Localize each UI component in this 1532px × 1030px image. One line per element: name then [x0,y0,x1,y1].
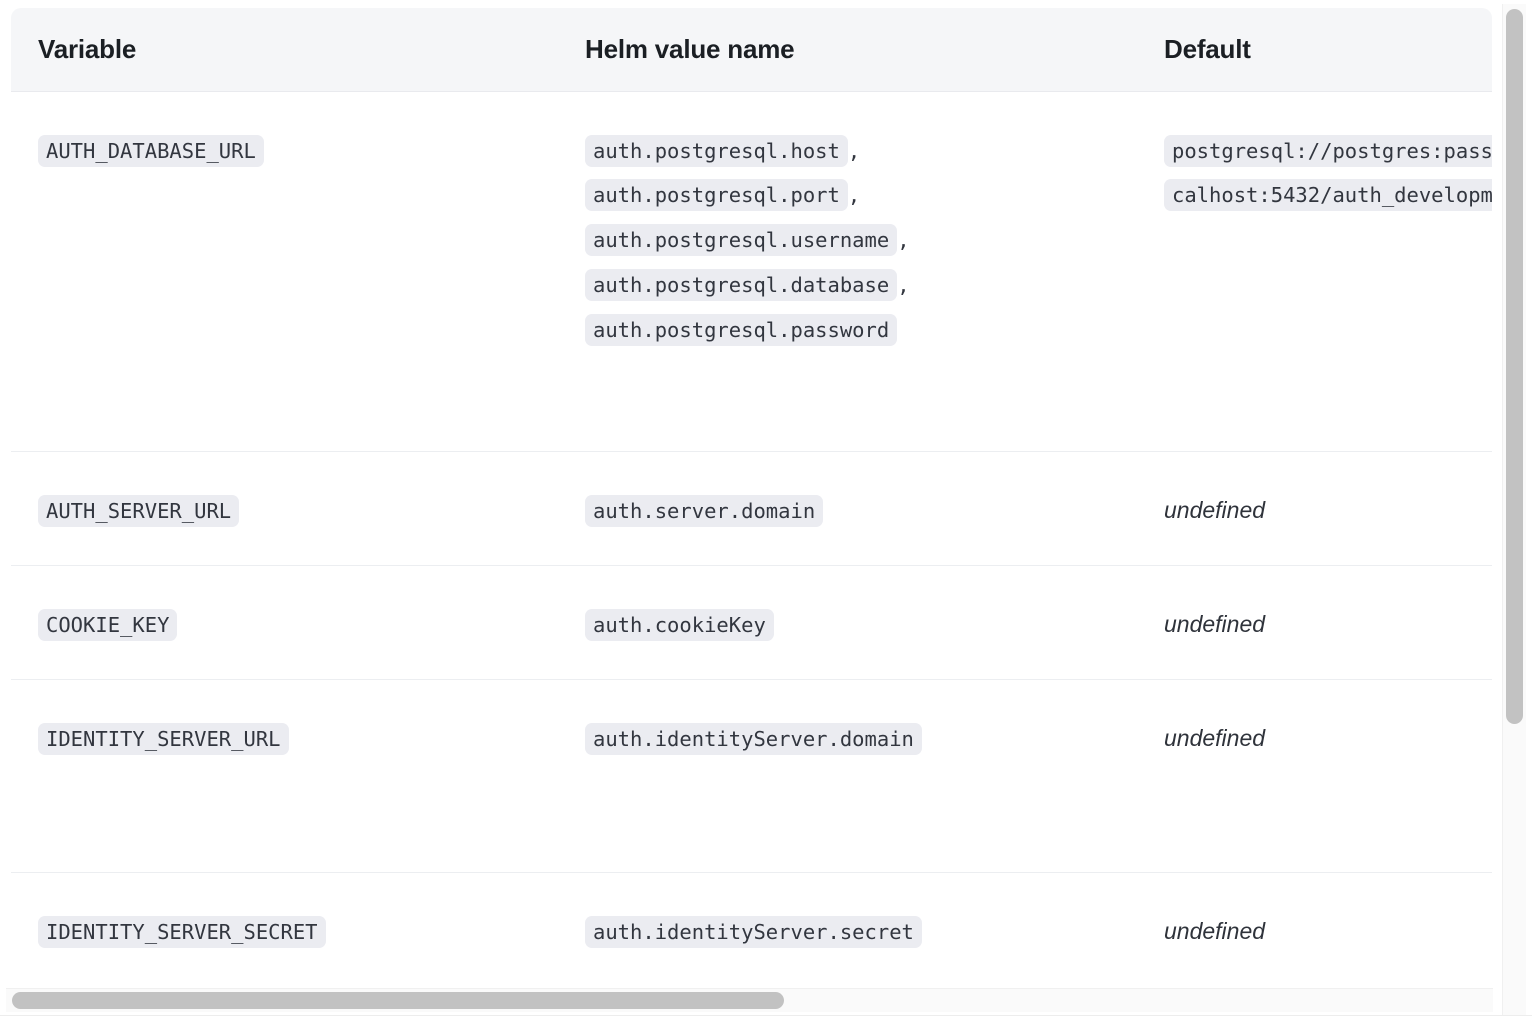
column-header-variable: Variable [11,8,548,91]
table-row: COOKIE_KEY auth.cookieKey undefined [11,564,1492,679]
page-bottom-edge [0,1015,1532,1030]
default-undefined-text: undefined [1164,610,1266,637]
column-header-variable-label: Variable [38,33,137,64]
helm-value-code-chip: auth.server.domain [585,494,824,527]
cell-variable: AUTH_DATABASE_URL [11,91,548,451]
variable-code-chip: IDENTITY_SERVER_URL [38,722,289,755]
column-header-helm-value-name-label: Helm value name [585,33,795,64]
table-row: AUTH_DATABASE_URL auth.postgresql.host, a… [11,91,1492,451]
table-body: AUTH_DATABASE_URL auth.postgresql.host, a… [11,91,1492,983]
table-header-row: Variable Helm value name Default [11,8,1492,91]
column-header-helm-value-name: Helm value name [548,8,1138,91]
default-undefined-text: undefined [1164,496,1266,523]
cell-helm-value-name: auth.server.domain [548,450,1138,565]
cell-helm-value-name: auth.identityServer.domain [548,678,1138,872]
helm-value-code-chip: auth.identityServer.secret [585,915,922,948]
cell-default: undefined [1138,564,1492,679]
helm-value-separator: , [897,273,910,298]
vertical-scrollbar-thumb[interactable] [1506,9,1523,724]
cell-default: undefined [1138,678,1492,872]
cell-variable: IDENTITY_SERVER_URL [11,678,548,872]
column-header-default-label: Default [1164,33,1251,64]
variable-code-chip: AUTH_DATABASE_URL [38,134,264,167]
variable-code-chip: COOKIE_KEY [38,608,178,641]
helm-value-code-chip: auth.postgresql.password [585,313,898,346]
helm-value-code-chip: auth.cookieKey [585,608,774,641]
helm-value-code-chip: auth.postgresql.port [585,179,848,212]
table-row: IDENTITY_SERVER_URL auth.identityServer.d… [11,678,1492,872]
table-row: AUTH_SERVER_URL auth.server.domain undefin… [11,450,1492,565]
table-row: IDENTITY_SERVER_SECRET auth.identityServe… [11,871,1492,983]
table-scroll-viewport[interactable]: Variable Helm value name Default AUTH_DA… [11,8,1492,983]
horizontal-scrollbar-track[interactable] [6,988,1493,1012]
cell-default: undefined [1138,450,1492,565]
helm-value-separator: , [847,138,861,163]
helm-value-separator: , [847,183,861,208]
helm-value-code-chip: auth.identityServer.domain [585,722,922,755]
helm-value-code-chip: auth.postgresql.host [585,134,848,167]
column-header-default: Default [1138,8,1492,91]
cell-default: postgresql://postgres:password@localhost… [1138,91,1492,451]
variable-code-chip: AUTH_SERVER_URL [38,494,240,527]
helm-value-code-chip: auth.postgresql.database [585,269,898,302]
cell-variable: COOKIE_KEY [11,564,548,679]
vertical-scrollbar-track[interactable] [1502,4,1526,1026]
cell-helm-value-name: auth.cookieKey [548,564,1138,679]
cell-default: undefined [1138,871,1492,983]
cell-variable: IDENTITY_SERVER_SECRET [11,871,548,983]
cell-helm-value-name: auth.postgresql.host, auth.postgresql.po… [548,91,1138,451]
variable-code-chip: IDENTITY_SERVER_SECRET [38,915,326,948]
horizontal-scrollbar-thumb[interactable] [12,992,784,1009]
default-undefined-text: undefined [1164,917,1266,944]
cell-helm-value-name: auth.identityServer.secret [548,871,1138,983]
helm-value-code-chip: auth.postgresql.username [585,224,898,257]
helm-value-separator: , [897,228,910,253]
cell-variable: AUTH_SERVER_URL [11,450,548,565]
table-header: Variable Helm value name Default [11,8,1492,91]
default-code-chip: postgresql://postgres:password@localhost… [1164,134,1492,212]
default-undefined-text: undefined [1164,724,1266,751]
environment-variables-table: Variable Helm value name Default AUTH_DA… [11,8,1492,983]
